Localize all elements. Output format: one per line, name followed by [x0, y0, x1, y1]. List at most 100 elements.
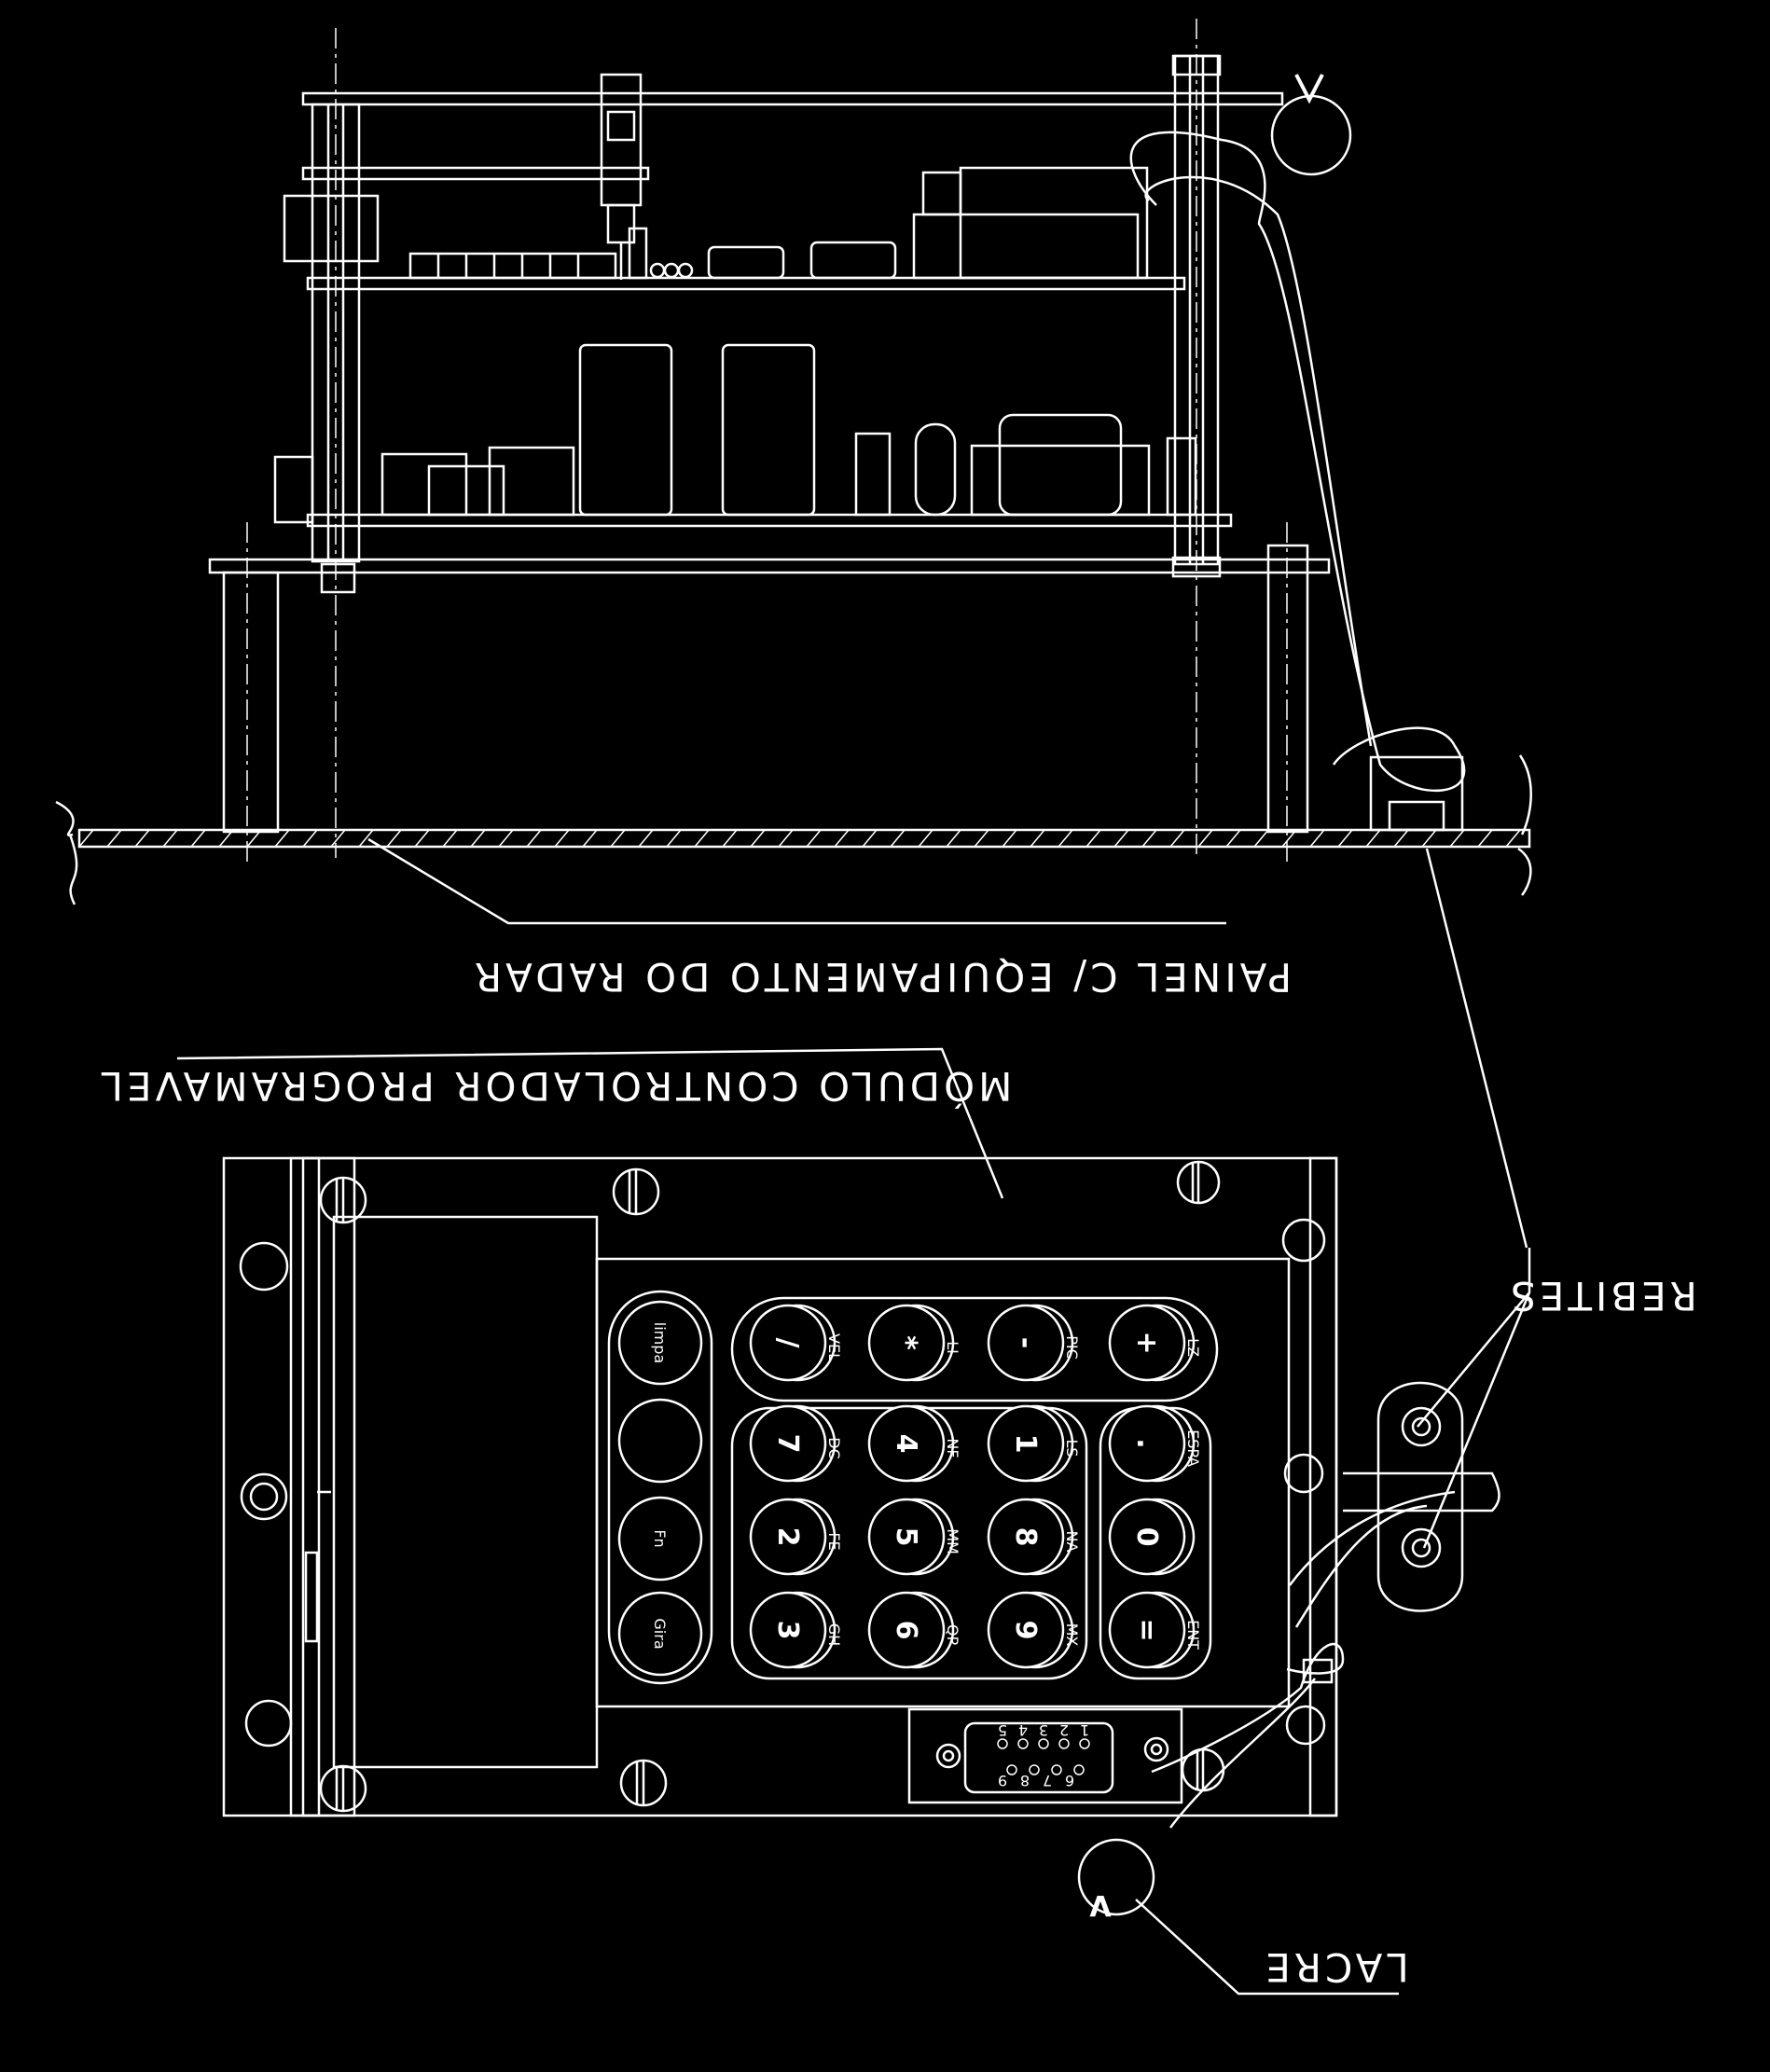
radar-panel [55, 754, 1532, 905]
connector-pin [1029, 1764, 1040, 1775]
keypad-key[interactable] [1108, 1591, 1186, 1669]
keypad-key[interactable] [749, 1404, 827, 1483]
connector-pin-number: 6 [1065, 1772, 1074, 1789]
upper-circuit-board [306, 276, 1186, 291]
screw [319, 1176, 367, 1224]
keypad-key-sublabel: DC [825, 1437, 843, 1459]
mount-hole [240, 1472, 288, 1521]
rivets-label: REBITES [1507, 1273, 1697, 1319]
display-window [332, 1215, 599, 1769]
keypad-key[interactable] [987, 1591, 1065, 1669]
connector-pin [1058, 1738, 1070, 1749]
keypad-key[interactable] [1108, 1304, 1186, 1382]
panel-leader [367, 837, 1226, 925]
transistor [914, 422, 957, 517]
keypad-key-label: 2 [771, 1527, 804, 1547]
keypad-key-sublabel: QP [944, 1624, 961, 1646]
keypad-key-label: = [1130, 1618, 1163, 1641]
function-key[interactable] [617, 1496, 703, 1582]
capacitor [578, 343, 673, 517]
keypad-key[interactable] [867, 1304, 946, 1382]
keypad-key-sublabel: MM [944, 1528, 961, 1554]
base-plate [208, 558, 1331, 574]
keypad-key-sublabel: FE [825, 1532, 843, 1550]
seal-leader [1135, 1899, 1399, 1996]
rivet-bracket [1343, 1381, 1500, 1612]
controller-module [222, 1156, 1338, 1817]
keypad-key[interactable] [987, 1304, 1065, 1382]
left-key-group [607, 1290, 713, 1685]
connector-pin [997, 1738, 1008, 1749]
function-key[interactable] [617, 1398, 703, 1484]
keypad-key-label: 4 [890, 1434, 922, 1454]
seal-mark: V [1089, 1888, 1112, 1921]
connector-pin-number: 1 [1080, 1721, 1089, 1739]
mount-hole [244, 1699, 293, 1747]
keypad-key-label: 3 [771, 1621, 804, 1640]
connector-pin [1017, 1738, 1029, 1749]
module-label: MÓDULO CONTROLADOR PROGRAMAVEL [98, 1063, 1013, 1110]
keypad-key-label: 7 [771, 1434, 804, 1454]
keypad-key-sublabel: NF [944, 1438, 961, 1457]
keypad-key[interactable] [867, 1498, 946, 1576]
keypad-key-label: 8 [1009, 1527, 1042, 1547]
left-standoff [311, 103, 361, 563]
connector-pin-number: 4 [1018, 1721, 1028, 1739]
panel-label: PAINEL C/ EQUIPAMENTO DO RADAR [471, 954, 1292, 1000]
connector-pin-number: 2 [1059, 1721, 1069, 1739]
connector-pin-number: 5 [998, 1721, 1007, 1739]
upper-bracket [301, 166, 650, 181]
keypad-key-sublabel: LS [1063, 1439, 1081, 1457]
function-key[interactable] [617, 1300, 703, 1386]
keypad-key-sublabel: NA [1063, 1531, 1081, 1553]
keypad-key[interactable] [987, 1498, 1065, 1576]
connector-pin-number: 9 [998, 1772, 1007, 1789]
keypad-key-sublabel: MX [1063, 1623, 1081, 1647]
screw [612, 1167, 660, 1216]
rivet [1401, 1527, 1442, 1568]
mount-hole [1281, 1218, 1326, 1263]
keypad-key-label: + [1130, 1331, 1163, 1354]
keypad-key-sublabel: ENT [1184, 1620, 1202, 1650]
keypad-key[interactable] [867, 1591, 946, 1669]
top-plate [301, 91, 1284, 106]
keypad-key[interactable] [987, 1404, 1065, 1483]
keypad-key-label: 9 [1009, 1621, 1042, 1640]
capacitor [721, 343, 816, 517]
connector-pin [1051, 1764, 1062, 1775]
function-key-label: Fn [651, 1529, 669, 1547]
keypad-key[interactable] [749, 1498, 827, 1576]
keypad-key[interactable] [867, 1404, 946, 1483]
mount-hole [239, 1241, 289, 1292]
seal-wire [1151, 1490, 1456, 1829]
keypad-key-label: 1 [1009, 1434, 1042, 1454]
connector-pin-number: 7 [1043, 1772, 1052, 1789]
keypad-key-sublabel: GH [825, 1623, 843, 1646]
keypad-key-label: / [771, 1338, 804, 1348]
screw [619, 1759, 668, 1807]
connector-pin [1079, 1738, 1090, 1749]
rivet [1401, 1406, 1442, 1447]
keypad-key-label: 0 [1130, 1527, 1163, 1547]
connector-pin [1073, 1764, 1085, 1775]
keypad-key[interactable] [749, 1304, 827, 1382]
function-key[interactable] [617, 1591, 703, 1677]
connector-pin [1006, 1764, 1017, 1775]
serial-connector-plate [907, 1707, 1183, 1804]
transformer [998, 413, 1123, 517]
mount-hole [1285, 1705, 1326, 1746]
function-key-label: Gira [651, 1618, 669, 1649]
top-seal [1270, 74, 1352, 176]
mount-hole [1283, 1453, 1324, 1494]
keypad-key[interactable] [1108, 1404, 1186, 1483]
top-key-group [730, 1296, 1219, 1402]
keypad-key[interactable] [1108, 1498, 1186, 1576]
module-frame [222, 1156, 1338, 1817]
seal-label: LACRE [1262, 1944, 1408, 1990]
keypad-key[interactable] [749, 1591, 827, 1669]
keypad-key-label: . [1130, 1438, 1163, 1448]
db-connector [809, 241, 897, 280]
